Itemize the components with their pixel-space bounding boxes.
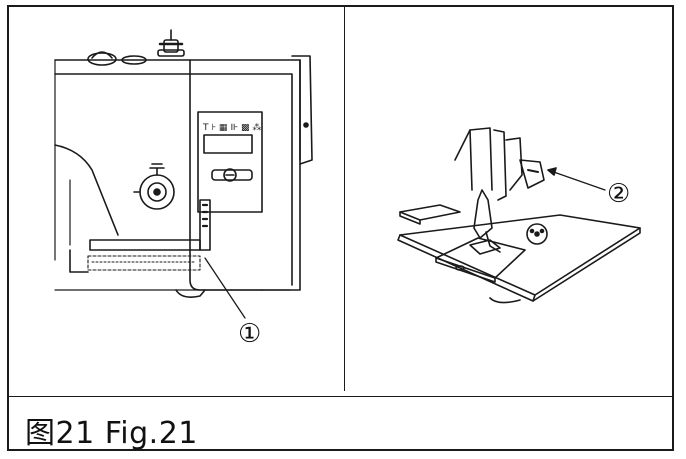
callout-2: ② <box>607 179 630 209</box>
control-panel: T ⊦ ▦ ⊪ ▩ ⁂ <box>197 111 263 213</box>
machine-side-view: T ⊦ ▦ ⊪ ▩ ⁂ <box>54 29 313 319</box>
stitch-dial <box>133 163 175 210</box>
figure-frame: 图21 Fig.21 <box>7 5 674 451</box>
figure-caption: 图21 Fig.21 <box>25 416 198 451</box>
thread-tension-knob <box>157 29 185 57</box>
needle-plate-view <box>397 127 641 304</box>
panel-divider <box>344 7 345 391</box>
bobbin-cover <box>526 223 548 245</box>
svg-text:T ⊦ ▦ ⊪ ▩ ⁂: T ⊦ ▦ ⊪ ▩ ⁂ <box>202 122 261 133</box>
caption-divider <box>9 396 672 397</box>
callout-1: ① <box>238 319 261 349</box>
